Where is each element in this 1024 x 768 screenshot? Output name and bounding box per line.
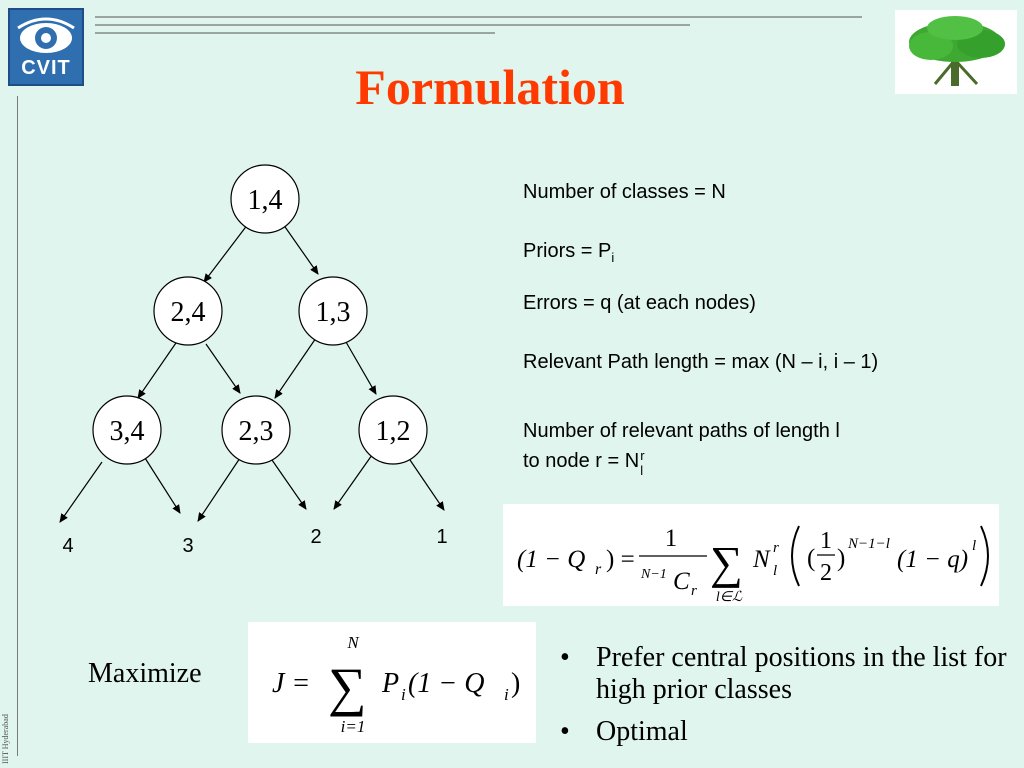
f2-lhs: J = [272, 668, 310, 699]
param-num-paths-text: to node r = N [523, 450, 640, 472]
bullet-dot: • [560, 642, 570, 673]
f2-sum-top: N [346, 633, 360, 652]
param-num-paths-line1: Number of relevant paths of length l [523, 420, 840, 442]
f1-exp: N−1−l [847, 536, 890, 552]
node-circle-24 [153, 276, 223, 346]
leaf-label-1: 1 [436, 526, 447, 548]
eye-icon [17, 17, 75, 53]
f1-tail: (1 − q) [897, 546, 968, 573]
node-label-23: 2,3 [239, 416, 274, 447]
f1-sum-sub: l∈ℒ [716, 590, 743, 605]
tree-logo [895, 10, 1017, 94]
f2-sum-sign: ∑ [328, 657, 367, 717]
f1-n-base: N [752, 546, 771, 573]
header-lines [95, 16, 862, 34]
f1-frac-num: 1 [665, 525, 678, 552]
f2-sum-bottom: i=1 [341, 717, 366, 736]
side-text: IIIT Hyderabad [1, 714, 10, 764]
formula-objective-box: J = N ∑ i=1 P i (1 − Q i ) [248, 622, 536, 743]
bullet-dot: • [560, 716, 570, 747]
node-circle-34 [92, 395, 162, 465]
edge-23-leaf3 [197, 457, 241, 522]
param-path-length: Relevant Path length = max (N – i, i – 1… [523, 351, 879, 373]
edge-24-23 [205, 343, 241, 394]
edge-13-12 [345, 341, 377, 395]
tree-nodes: 1,4 2,4 1,3 3,4 2,3 1,2 [92, 164, 428, 465]
formula-error: (1 − Q r ) = 1 N−1 C r ∑ l∈ℒ N r l ( 1 2… [517, 525, 989, 605]
f1-sum-sign: ∑ [710, 537, 743, 588]
f1-frac-den-sub: r [691, 583, 697, 599]
node-circle-12 [358, 395, 428, 465]
tree-icon [909, 16, 1005, 86]
f2-body-mid: (1 − Q [408, 668, 484, 699]
f2-body-q-sub: i [504, 685, 509, 704]
bullet-item: • Prefer central positions in the list f… [556, 642, 1016, 706]
node-circle-14 [230, 164, 300, 234]
f1-half-num: 1 [820, 528, 832, 554]
param-errors: Errors = q (at each nodes) [523, 292, 756, 314]
cvit-logo-text: CVIT [21, 57, 71, 79]
f1-n-sup: r [773, 540, 779, 556]
f2-body-end: ) [511, 668, 520, 699]
f1-half-den: 2 [820, 560, 832, 586]
f2-body-p-sub: i [401, 685, 406, 704]
bullet-text: Prefer central positions in the list for… [596, 642, 1007, 705]
cvit-logo: CVIT [8, 8, 84, 86]
f1-small-paren-left: ( [807, 545, 815, 572]
edge-14-13 [282, 223, 319, 275]
tree-edges [59, 223, 445, 523]
tree-diagram: 1,4 2,4 1,3 3,4 2,3 1,2 4 3 2 1 [59, 164, 448, 557]
edge-12-leaf2 [333, 454, 373, 510]
node-label-14: 1,4 [248, 185, 283, 216]
param-num-paths-sup: r [640, 448, 645, 463]
edge-34-leaf4 [59, 461, 103, 523]
node-circle-23 [221, 395, 291, 465]
left-divider [17, 96, 18, 756]
f1-lhs: (1 − Q [517, 546, 585, 573]
f1-lhs-end: ) = [606, 546, 635, 573]
leaf-label-4: 4 [62, 535, 73, 557]
f1-n-sub: l [773, 563, 777, 579]
node-circle-13 [298, 276, 368, 346]
f1-big-paren-left [791, 525, 800, 587]
edge-12-leaf1 [409, 459, 445, 511]
edge-34-leaf3 [144, 457, 181, 514]
f1-small-paren-right: ) [837, 545, 845, 572]
param-priors: Priors = Pi [523, 240, 614, 265]
formula-objective: J = N ∑ i=1 P i (1 − Q i ) [272, 633, 520, 736]
f1-lhs-sub: r [595, 561, 602, 578]
param-priors-text: Priors = P [523, 240, 612, 262]
edge-24-34 [137, 339, 179, 399]
node-label-13: 1,3 [316, 297, 351, 328]
node-label-12: 1,2 [376, 416, 411, 447]
leaf-label-2: 2 [310, 526, 321, 548]
f1-frac-den-pre: N−1 [640, 567, 667, 582]
param-classes: Number of classes = N [523, 181, 726, 203]
maximize-label: Maximize [88, 658, 202, 689]
node-label-34: 3,4 [110, 416, 145, 447]
tree-leaves: 4 3 2 1 [62, 526, 447, 557]
edge-23-leaf2 [271, 459, 307, 510]
param-priors-sub: i [611, 250, 615, 265]
edge-13-23 [274, 337, 317, 399]
bullet-list: • Prefer central positions in the list f… [556, 642, 1016, 758]
leaf-label-3: 3 [182, 535, 193, 557]
f2-body-p: P [381, 668, 399, 699]
f1-big-paren-right [980, 525, 989, 587]
bullet-item: • Optimal [556, 716, 1016, 748]
bullet-text: Optimal [596, 716, 688, 747]
edge-14-24 [203, 223, 249, 283]
formula-error-box: (1 − Q r ) = 1 N−1 C r ∑ l∈ℒ N r l ( 1 2… [503, 504, 999, 606]
slide-title: Formulation [355, 59, 625, 115]
f1-tail-exp: l [972, 538, 976, 554]
param-num-paths-sub: l [640, 463, 644, 478]
f1-frac-den-c: C [673, 568, 690, 595]
node-label-24: 2,4 [171, 297, 206, 328]
